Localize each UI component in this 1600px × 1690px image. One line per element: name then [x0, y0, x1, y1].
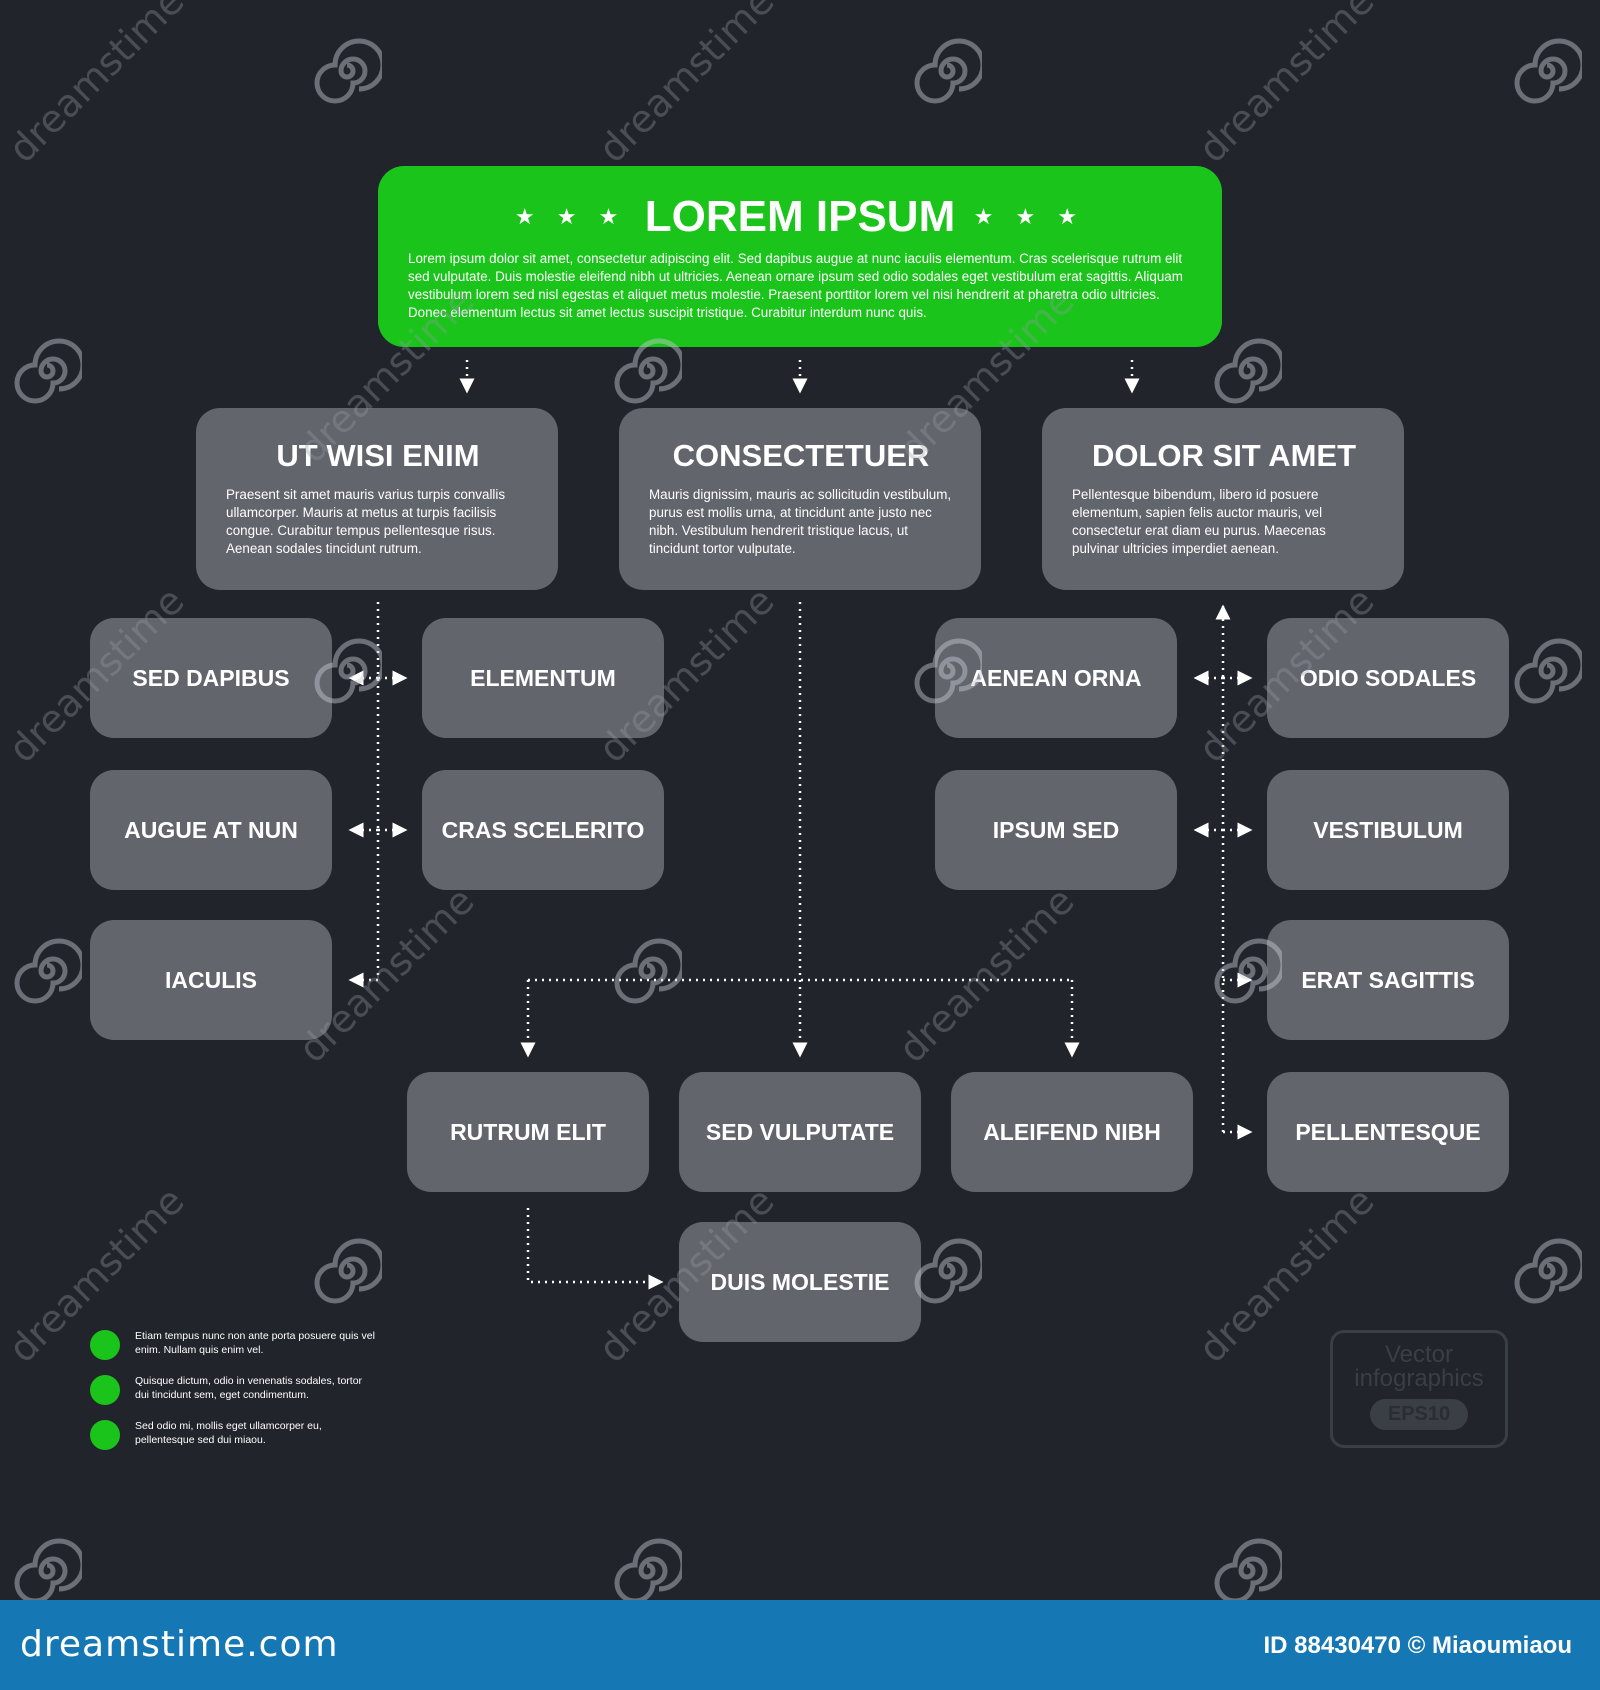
watermark-spiral-icon: [1214, 338, 1282, 404]
box-sed-dapibus: SED DAPIBUS: [90, 618, 332, 738]
watermark-spiral-icon: [314, 638, 382, 704]
badge-pill: EPS10: [1369, 1399, 1469, 1430]
box-duis-molestie: DUIS MOLESTIE: [679, 1222, 921, 1342]
box-label: IACULIS: [165, 966, 257, 993]
box-label: CRAS SCELERITO: [441, 816, 645, 843]
box-augue-at-nun: AUGUE AT NUN: [90, 770, 332, 890]
box-consectetuer: CONSECTETUER Mauris dignissim, mauris ac…: [619, 408, 981, 590]
star-icon: ★ ★ ★: [973, 204, 1086, 229]
box-description: Praesent sit amet mauris varius turpis c…: [226, 487, 506, 556]
box-pellentesque: PELLENTESQUE: [1267, 1072, 1509, 1192]
watermark-spiral-icon: [614, 938, 682, 1004]
watermark-spiral-icon: [14, 1538, 82, 1604]
box-title: CONSECTETUER: [672, 438, 930, 473]
box-label: SED DAPIBUS: [132, 664, 290, 691]
box-ut-wisi-enim: UT WISI ENIM Praesent sit amet mauris va…: [196, 408, 558, 590]
watermark-spiral-icon: [1514, 1238, 1582, 1304]
box-label: AUGUE AT NUN: [124, 816, 298, 843]
watermark-spiral-icon: [1514, 638, 1582, 704]
box-cras-scelerito: CRAS SCELERITO: [422, 770, 664, 890]
box-elementum: ELEMENTUM: [422, 618, 664, 738]
box-vestibulum: VESTIBULUM: [1267, 770, 1509, 890]
header-description: Lorem ipsum dolor sit amet, consectetur …: [408, 251, 1183, 320]
watermark-spiral-icon: [1514, 38, 1582, 104]
legend-dot-icon: [90, 1375, 120, 1405]
box-description: Mauris dignissim, mauris ac sollicitudin…: [649, 487, 952, 556]
box-label: ODIO SODALES: [1299, 664, 1477, 691]
connector-left-trunk: [348, 602, 380, 988]
connector-duis: [526, 1208, 664, 1290]
box-ipsum-sed: IPSUM SED: [935, 770, 1177, 890]
box-sed-vulputate: SED VULPUTATE: [679, 1072, 921, 1192]
box-label: AENEAN ORNA: [970, 664, 1142, 691]
legend-text: Etiam tempus nunc non ante porta posuere…: [135, 1330, 375, 1356]
legend-text: Sed odio mi, mollis eget ullamcorper eu,…: [135, 1420, 322, 1446]
vector-badge: Vector infographics EPS10: [1330, 1330, 1508, 1448]
star-icon: ★ ★ ★: [514, 204, 627, 229]
box-title: UT WISI ENIM: [276, 438, 480, 473]
box-label: SED VULPUTATE: [705, 1118, 895, 1145]
watermark-spiral-icon: [1214, 938, 1282, 1004]
box-odio-sodales: ODIO SODALES: [1267, 618, 1509, 738]
box-erat-sagittis: ERAT SAGITTIS: [1267, 920, 1509, 1040]
box-label: VESTIBULUM: [1313, 816, 1463, 843]
legend-dot-icon: [90, 1420, 120, 1450]
box-title: DOLOR SIT AMET: [1091, 438, 1357, 473]
box-dolor-sit-amet: DOLOR SIT AMET Pellentesque bibendum, li…: [1042, 408, 1404, 590]
box-rutrum-elit: RUTRUM ELIT: [407, 1072, 649, 1192]
footer-bar: dreamstime.com ID 88430470 © Miaoumiaou: [0, 1600, 1600, 1690]
header-title: LOREM IPSUM: [644, 192, 956, 241]
badge-line: infographics: [1354, 1365, 1484, 1392]
box-label: ELEMENTUM: [470, 664, 616, 691]
badge-line: Vector: [1384, 1341, 1454, 1368]
watermark-spiral-icon: [1214, 1538, 1282, 1604]
box-label: IPSUM SED: [992, 816, 1120, 843]
box-label: DUIS MOLESTIE: [710, 1268, 890, 1295]
watermark-spiral-icon: [14, 338, 82, 404]
box-label: PELLENTESQUE: [1295, 1118, 1481, 1145]
legend-item: Sed odio mi, mollis eget ullamcorper eu,…: [90, 1418, 370, 1452]
watermark-spiral-icon: [914, 1238, 982, 1304]
watermark-spiral-icon: [14, 938, 82, 1004]
watermark-spiral-icon: [914, 38, 982, 104]
box-description: Pellentesque bibendum, libero id posuere…: [1072, 487, 1326, 556]
box-iaculis: IACULIS: [90, 920, 332, 1040]
box-aleifend-nibh: ALEIFEND NIBH: [951, 1072, 1193, 1192]
watermark-spiral-icon: [914, 638, 982, 704]
watermark-spiral-icon: [614, 1538, 682, 1604]
box-label: RUTRUM ELIT: [450, 1118, 606, 1145]
box-label: ALEIFEND NIBH: [983, 1118, 1161, 1145]
box-label: ERAT SAGITTIS: [1301, 966, 1475, 993]
footer-image-id: ID 88430470 © Miaoumiaou: [1263, 1632, 1572, 1659]
footer-logo[interactable]: dreamstime.com: [20, 1624, 339, 1665]
legend-item: Quisque dictum, odio in venenatis sodale…: [90, 1373, 370, 1407]
watermark-spiral-icon: [614, 338, 682, 404]
legend-dot-icon: [90, 1330, 120, 1360]
legend-item: Etiam tempus nunc non ante porta posuere…: [90, 1328, 375, 1362]
legend-text: Quisque dictum, odio in venenatis sodale…: [135, 1375, 363, 1401]
watermark-spiral-icon: [314, 1238, 382, 1304]
header-box: ★ ★ ★ LOREM IPSUM ★ ★ ★ Lorem ipsum dolo…: [378, 166, 1222, 347]
watermark-spiral-icon: [314, 38, 382, 104]
box-aenean-orna: AENEAN ORNA: [935, 618, 1177, 738]
